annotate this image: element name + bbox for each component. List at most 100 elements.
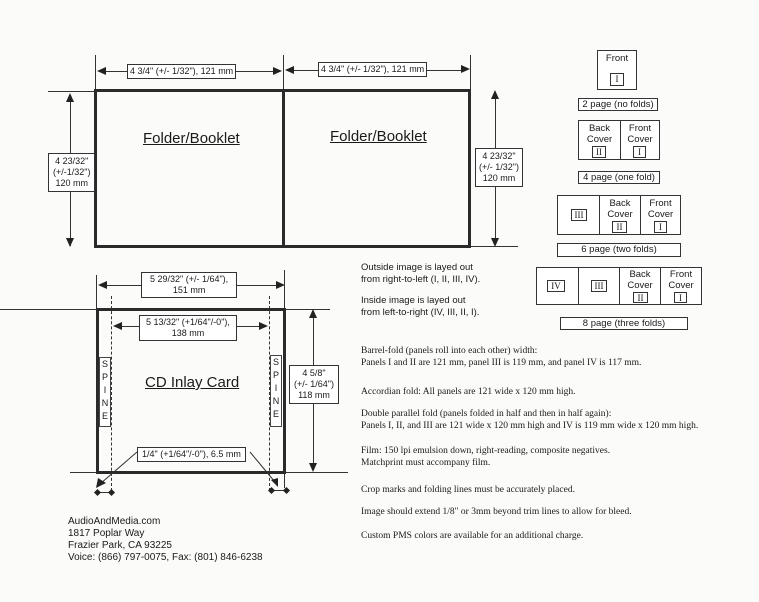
spine-letter: N [101, 398, 109, 408]
fold-diagram-6-page: III Back Cover II Front Cover I [557, 195, 681, 235]
extension-line [284, 270, 285, 310]
panel-label: Back [609, 198, 631, 209]
roman-numeral: III [591, 280, 607, 292]
fold-diagram-4-page: Back Cover II Front Cover I [578, 120, 660, 160]
spine-letter: E [272, 409, 279, 419]
panel-label: Cover [668, 280, 694, 291]
height-value: 4 23/32" [482, 151, 516, 161]
inlay-title: CD Inlay Card [145, 374, 240, 391]
width-mm: 138 mm [171, 328, 205, 338]
spine-fold-line [269, 296, 270, 491]
arrow-left-icon [98, 281, 107, 289]
arrow-icon [271, 478, 278, 487]
inlay-outer-width-label: 5 29/32" (+/- 1/64"), 151 mm [141, 272, 238, 298]
panel-title: Folder/Booklet [143, 130, 240, 147]
leader-line [249, 451, 276, 483]
fold-label-8-page: 8 page (three folds) [560, 317, 688, 330]
roman-numeral: II [592, 146, 606, 158]
spine-letter: E [101, 411, 108, 421]
arrow-down-icon [66, 238, 74, 247]
spine-width-mark [272, 490, 286, 491]
arrow-up-icon [309, 309, 317, 318]
arrow-icon [96, 478, 106, 488]
spine-letter: S [272, 357, 279, 367]
panel-title: Folder/Booklet [330, 128, 427, 145]
spine-fold-line [111, 296, 112, 491]
spec-bleed: Image should extend 1/8" or 3mm beyond t… [361, 506, 632, 518]
spec-pms-colors: Custom PMS colors are available for an a… [361, 530, 583, 542]
panel-iii: III [558, 196, 600, 234]
panel-label: Cover [607, 209, 633, 220]
width-mm: 151 mm [172, 285, 206, 295]
arrow-down-icon [491, 238, 499, 247]
panel-iii: III [579, 268, 620, 304]
note-line: Outside image is layed out [361, 262, 473, 273]
spine-left: S P I N E [99, 357, 111, 427]
folder-height-label-left: 4 23/32" (+/-1/32") 120 mm [48, 153, 96, 192]
panel-label-front: Front [605, 53, 629, 64]
roman-numeral: IV [547, 280, 565, 292]
inlay-height-label: 4 5/8" (+/- 1/64") 118 mm [289, 365, 339, 404]
width-value: 5 13/32" (+1/64"/-0"), [146, 317, 230, 327]
panel-front-cover: Front Cover I [621, 121, 659, 159]
extension-line [96, 275, 97, 310]
spec-line: Panels I and II are 121 mm, panel III is… [361, 358, 642, 368]
folder-width-label: 4 3/4" (+/- 1/32"), 121 mm [127, 64, 237, 79]
roman-numeral: I [633, 146, 646, 158]
arrow-up-icon [66, 93, 74, 102]
panel-label: Back [629, 269, 651, 280]
fold-diagram-2-page: Front I [597, 50, 637, 90]
fold-diagram-8-page: IV III Back Cover II Front Cover I [536, 267, 702, 305]
spec-line: Matchprint must accompany film. [361, 458, 491, 468]
arrow-down-icon [309, 463, 317, 472]
panel-back-cover: Back Cover II [620, 268, 661, 304]
height-value: 4 5/8" [302, 368, 326, 378]
extension-line [284, 474, 285, 488]
spine-letter: I [274, 383, 278, 393]
layout-note-inside: Inside image is layed out from left-to-r… [361, 295, 479, 319]
panel-front-cover: Front Cover I [641, 196, 680, 234]
extension-line [95, 55, 96, 93]
spec-line: Panels I, II, and III are 121 wide x 120… [361, 421, 699, 431]
spine-letter: I [103, 385, 107, 395]
extension-line [470, 55, 471, 93]
panel-back-cover: Back Cover II [600, 196, 641, 234]
company-website: AudioAndMedia.com [68, 516, 161, 527]
leader-line [99, 451, 138, 485]
inlay-inner-width-label: 5 13/32" (+1/64"/-0"), 138 mm [139, 315, 237, 341]
spine-letter: P [101, 372, 108, 382]
spec-line: Accordian fold: All panels are 121 wide … [361, 387, 576, 397]
panel-label: Front [649, 198, 672, 209]
arrow-right-icon [259, 322, 268, 330]
roman-numeral: I [674, 292, 687, 303]
city-state-zip: Frazier Park, CA 93225 [68, 540, 172, 551]
panel-label: Front [628, 123, 652, 134]
spec-crop-marks: Crop marks and folding lines must be acc… [361, 484, 575, 496]
arrow-left-icon [285, 66, 294, 74]
folder-panel-right: Folder/Booklet [282, 89, 471, 248]
spine-width-mark [98, 492, 112, 493]
folder-width-label: 4 3/4" (+/- 1/32"), 121 mm [318, 62, 428, 77]
folder-panel-left: Folder/Booklet [94, 89, 285, 248]
height-mm: 120 mm [482, 173, 516, 183]
panel-label: Cover [627, 280, 653, 291]
arrow-left-icon [97, 67, 106, 75]
spec-accordian-fold: Accordian fold: All panels are 121 wide … [361, 386, 576, 398]
panel-label: Back [588, 123, 611, 134]
spec-line: Image should extend 1/8" or 3mm beyond t… [361, 507, 632, 517]
spine-letter: S [101, 359, 108, 369]
spine-width-label: 1/4" (+1/64"/-0"), 6.5 mm [137, 447, 246, 462]
roman-numeral: I [610, 73, 624, 86]
roman-numeral: II [612, 221, 627, 233]
phone-fax: Voice: (866) 797-0075, Fax: (801) 846-62… [68, 552, 263, 563]
extension-line [48, 91, 98, 92]
panel-front-cover: Front Cover I [661, 268, 701, 304]
spec-line: Double parallel fold (panels folded in h… [361, 409, 612, 419]
width-value: 5 29/32" (+/- 1/64"), [150, 274, 229, 284]
roman-numeral: II [633, 292, 648, 303]
spec-line: Film: 150 lpi emulsion down, right-readi… [361, 446, 611, 456]
note-line: Inside image is layed out [361, 295, 466, 306]
panel-label: Cover [647, 209, 674, 220]
spec-barrel-fold: Barrel-fold (panels roll into each other… [361, 345, 641, 369]
extension-line [283, 55, 284, 93]
